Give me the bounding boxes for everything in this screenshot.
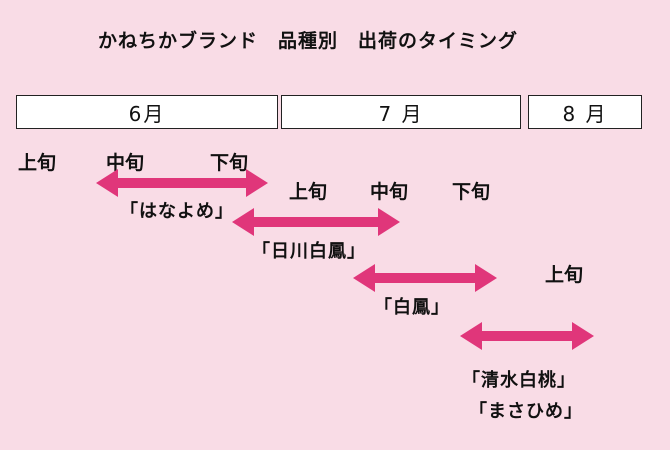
month-june: 6月 bbox=[16, 95, 278, 129]
variety-masahime: 「まさひめ」 bbox=[469, 401, 583, 422]
page-title: かねちかブランド 品種別 出荷のタイミング bbox=[98, 30, 519, 52]
shimizu-masahime-period-arrow bbox=[460, 322, 594, 350]
hakuho-period-arrow bbox=[353, 264, 497, 292]
nikkawa-hakuho-period-arrow bbox=[232, 208, 400, 236]
month-july: 7 月 bbox=[281, 95, 521, 129]
variety-hakuho: 「白鳳」 bbox=[374, 297, 450, 318]
july-mid-label: 中旬 bbox=[370, 181, 409, 203]
july-early-label: 上旬 bbox=[289, 181, 328, 203]
month-august: 8 月 bbox=[528, 95, 642, 129]
variety-hanayome: 「はなよめ」 bbox=[120, 201, 234, 222]
august-early-label: 上旬 bbox=[545, 264, 584, 286]
variety-nikkawa-hakuho: 「日川白鳳」 bbox=[252, 241, 366, 262]
variety-shimizu-hakuto: 「清水白桃」 bbox=[462, 370, 576, 391]
june-mid-label: 中旬 bbox=[106, 152, 145, 174]
hanayome-period-arrow bbox=[96, 169, 268, 197]
july-late-label: 下旬 bbox=[452, 181, 491, 203]
june-late-label: 下旬 bbox=[210, 152, 249, 174]
june-early-label: 上旬 bbox=[18, 152, 57, 174]
